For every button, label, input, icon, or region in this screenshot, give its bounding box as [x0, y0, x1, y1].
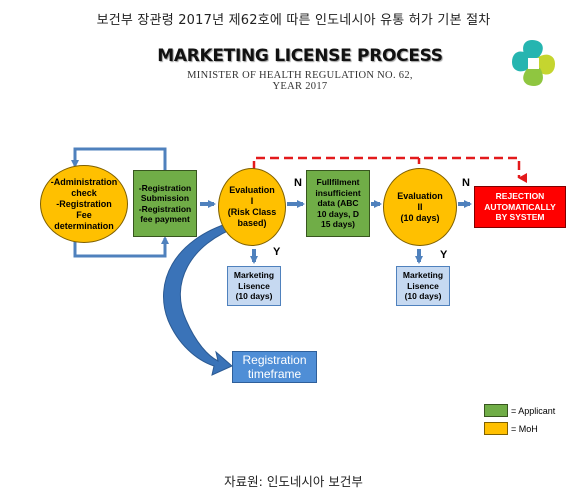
fulfilment-line-5: 15 days) — [320, 219, 356, 230]
evaluation-2-node: Evaluation II (10 days) — [383, 168, 457, 246]
evaluation-1-node: Evaluation I (Risk Class based) — [218, 168, 286, 246]
eval1-line-4: based) — [237, 218, 267, 228]
eval1-line-2: I — [250, 196, 254, 206]
fulfilment-line-4: 10 days, D — [316, 208, 360, 219]
admin-line-5: determination — [54, 220, 114, 231]
rejection-line-1: REJECTION — [495, 191, 545, 202]
fulfilment-line-3: data (ABC — [317, 198, 359, 209]
admin-line-3: -Registration — [56, 198, 112, 209]
rejection-line-3: BY SYSTEM — [495, 212, 545, 223]
regtime-line-2: timeframe — [247, 367, 302, 381]
loop-bottom-connector — [73, 236, 169, 258]
rejection-line-2: AUTOMATICALLY — [484, 201, 556, 212]
license2-line-2: Lisence — [407, 280, 439, 291]
license2-line-1: Marketing — [402, 270, 444, 281]
submission-line-1: -Registration — [138, 182, 192, 193]
edge-label-n-eval2: N — [462, 177, 470, 189]
dashed-rejection-path — [252, 156, 527, 183]
admin-line-4: Fee — [76, 209, 92, 220]
loop-top-connector — [71, 147, 167, 170]
legend-swatch-moh — [484, 422, 508, 435]
fulfilment-line-1: Fullfilment — [316, 177, 360, 188]
license1-line-2: Lisence — [238, 280, 270, 291]
edge-label-n-eval1: N — [294, 177, 302, 189]
submission-line-4: fee payment — [140, 214, 190, 224]
edge-label-y-eval2: Y — [440, 249, 448, 261]
submission-line-2: Submission — [140, 193, 190, 203]
license1-line-3: (10 days) — [235, 291, 273, 302]
legend-swatch-applicant — [484, 404, 508, 417]
eval2-line-2: II — [417, 201, 423, 212]
fulfilment-data-node: Fullfilment insufficient data (ABC 10 da… — [306, 170, 370, 237]
registration-timeframe-node: Registration timeframe — [232, 351, 317, 383]
eval2-line-3: (10 days) — [400, 212, 440, 223]
diagram-title: MARKETING LICENSE PROCESS — [157, 46, 443, 66]
subtitle-line-1: MINISTER OF HEALTH REGULATION NO. 62, — [187, 70, 413, 81]
legend-label-applicant: = Applicant — [511, 405, 556, 416]
administration-check-node: -Administration check -Registration Fee … — [40, 165, 128, 243]
ministry-of-health-logo-icon — [512, 40, 555, 86]
eval1-line-3: (Risk Class — [227, 207, 277, 217]
license1-line-1: Marketing — [233, 270, 275, 281]
korean-caption-title: 보건부 장관령 2017년 제62호에 따른 인도네시아 유통 허가 기본 절차 — [96, 13, 491, 28]
source-caption: 자료원: 인도네시아 보건부 — [224, 474, 363, 489]
eval2-line-1: Evaluation — [397, 190, 443, 201]
fulfilment-line-2: insufficient — [315, 187, 361, 198]
registration-timeframe-curved-arrow — [163, 221, 242, 376]
logo-leaf-bottom — [523, 68, 543, 86]
legend-item-applicant: = Applicant — [484, 404, 574, 417]
regtime-line-1: Registration — [242, 353, 307, 367]
logo-leaf-top — [523, 40, 543, 58]
marketing-license-2-node: Marketing Lisence (10 days) — [396, 266, 450, 306]
admin-line-1: -Administration — [50, 176, 118, 187]
admin-line-2: check — [71, 187, 97, 198]
legend: = Applicant = MoH — [484, 404, 574, 435]
logo-center — [528, 58, 539, 69]
logo-leaf-right — [537, 54, 555, 75]
eval1-line-1: Evaluation — [229, 185, 275, 195]
legend-label-moh: = MoH — [511, 423, 538, 434]
rejection-node: REJECTION AUTOMATICALLY BY SYSTEM — [474, 186, 566, 228]
marketing-license-1-node: Marketing Lisence (10 days) — [227, 266, 281, 306]
diagram-subtitle: MINISTER OF HEALTH REGULATION NO. 62, YE… — [150, 70, 450, 92]
submission-line-3: -Registration — [138, 203, 192, 214]
legend-item-moh: = MoH — [484, 422, 574, 435]
edge-label-y-eval1: Y — [273, 246, 281, 258]
subtitle-line-2: YEAR 2017 — [272, 81, 328, 92]
license2-line-3: (10 days) — [404, 291, 442, 302]
registration-submission-node: -Registration Submission -Registration f… — [133, 170, 197, 237]
